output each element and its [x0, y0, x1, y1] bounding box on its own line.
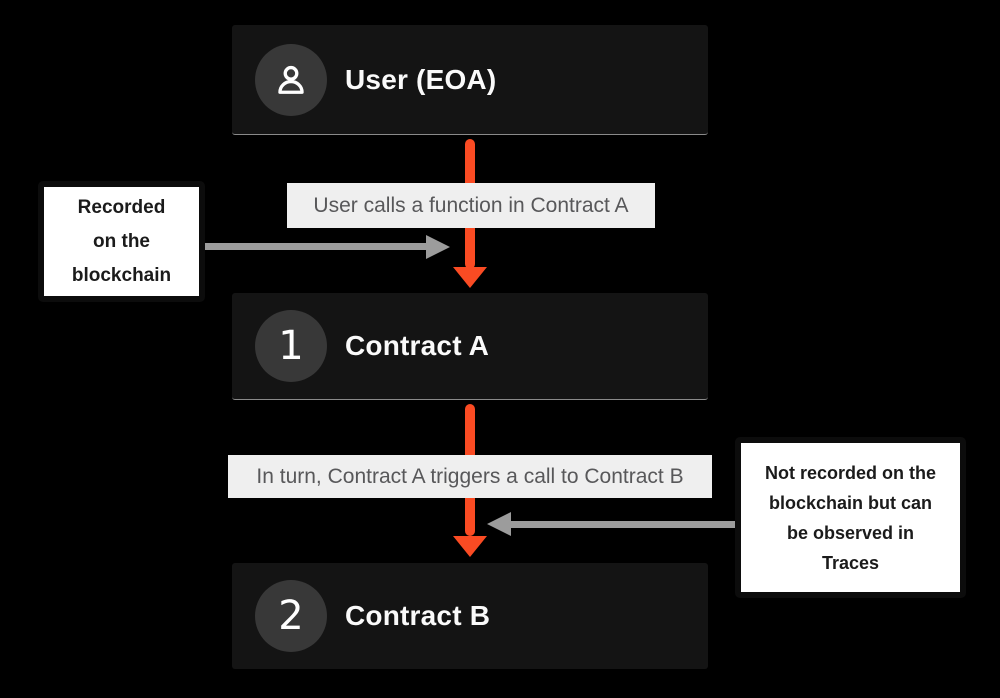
note-line: Not recorded on the [764, 462, 936, 483]
not-recorded-pointer-head [487, 512, 511, 536]
not-recorded-pointer-shaft [510, 521, 735, 528]
user-icon [278, 65, 304, 94]
node-title: Contract B [345, 600, 491, 631]
note-line: be observed in [786, 522, 915, 543]
recorded-pointer-head [426, 235, 450, 259]
node-title: Contract A [345, 330, 490, 361]
node-contract-b: 2 Contract B [232, 563, 708, 669]
step-number: 2 [278, 593, 304, 639]
step-number: 1 [278, 323, 304, 369]
arrow-a-to-b-head [453, 536, 487, 557]
node-contract-a: 1 Contract A [232, 293, 708, 400]
note-line: Recorded [77, 196, 166, 218]
edge-label-call-2: In turn, Contract A triggers a call to C… [228, 455, 712, 498]
note-line: blockchain [71, 264, 172, 286]
arrow-user-to-a-head [453, 267, 487, 288]
step-2-disc: 2 [255, 580, 327, 652]
node-title: User (EOA) [345, 63, 497, 95]
step-1-disc: 1 [255, 310, 327, 382]
note-not-recorded: Not recorded on the blockchain but can b… [735, 437, 966, 598]
note-line: Traces [821, 552, 880, 573]
recorded-pointer-shaft [203, 243, 428, 250]
note-line: on the [93, 230, 150, 252]
edge-label-call-1: User calls a function in Contract A [287, 183, 655, 228]
user-avatar-disc [255, 43, 327, 116]
note-line: blockchain but can [768, 492, 933, 513]
note-recorded-on-blockchain: Recorded on the blockchain [38, 181, 205, 302]
node-user-eoa: User (EOA) [232, 25, 708, 135]
